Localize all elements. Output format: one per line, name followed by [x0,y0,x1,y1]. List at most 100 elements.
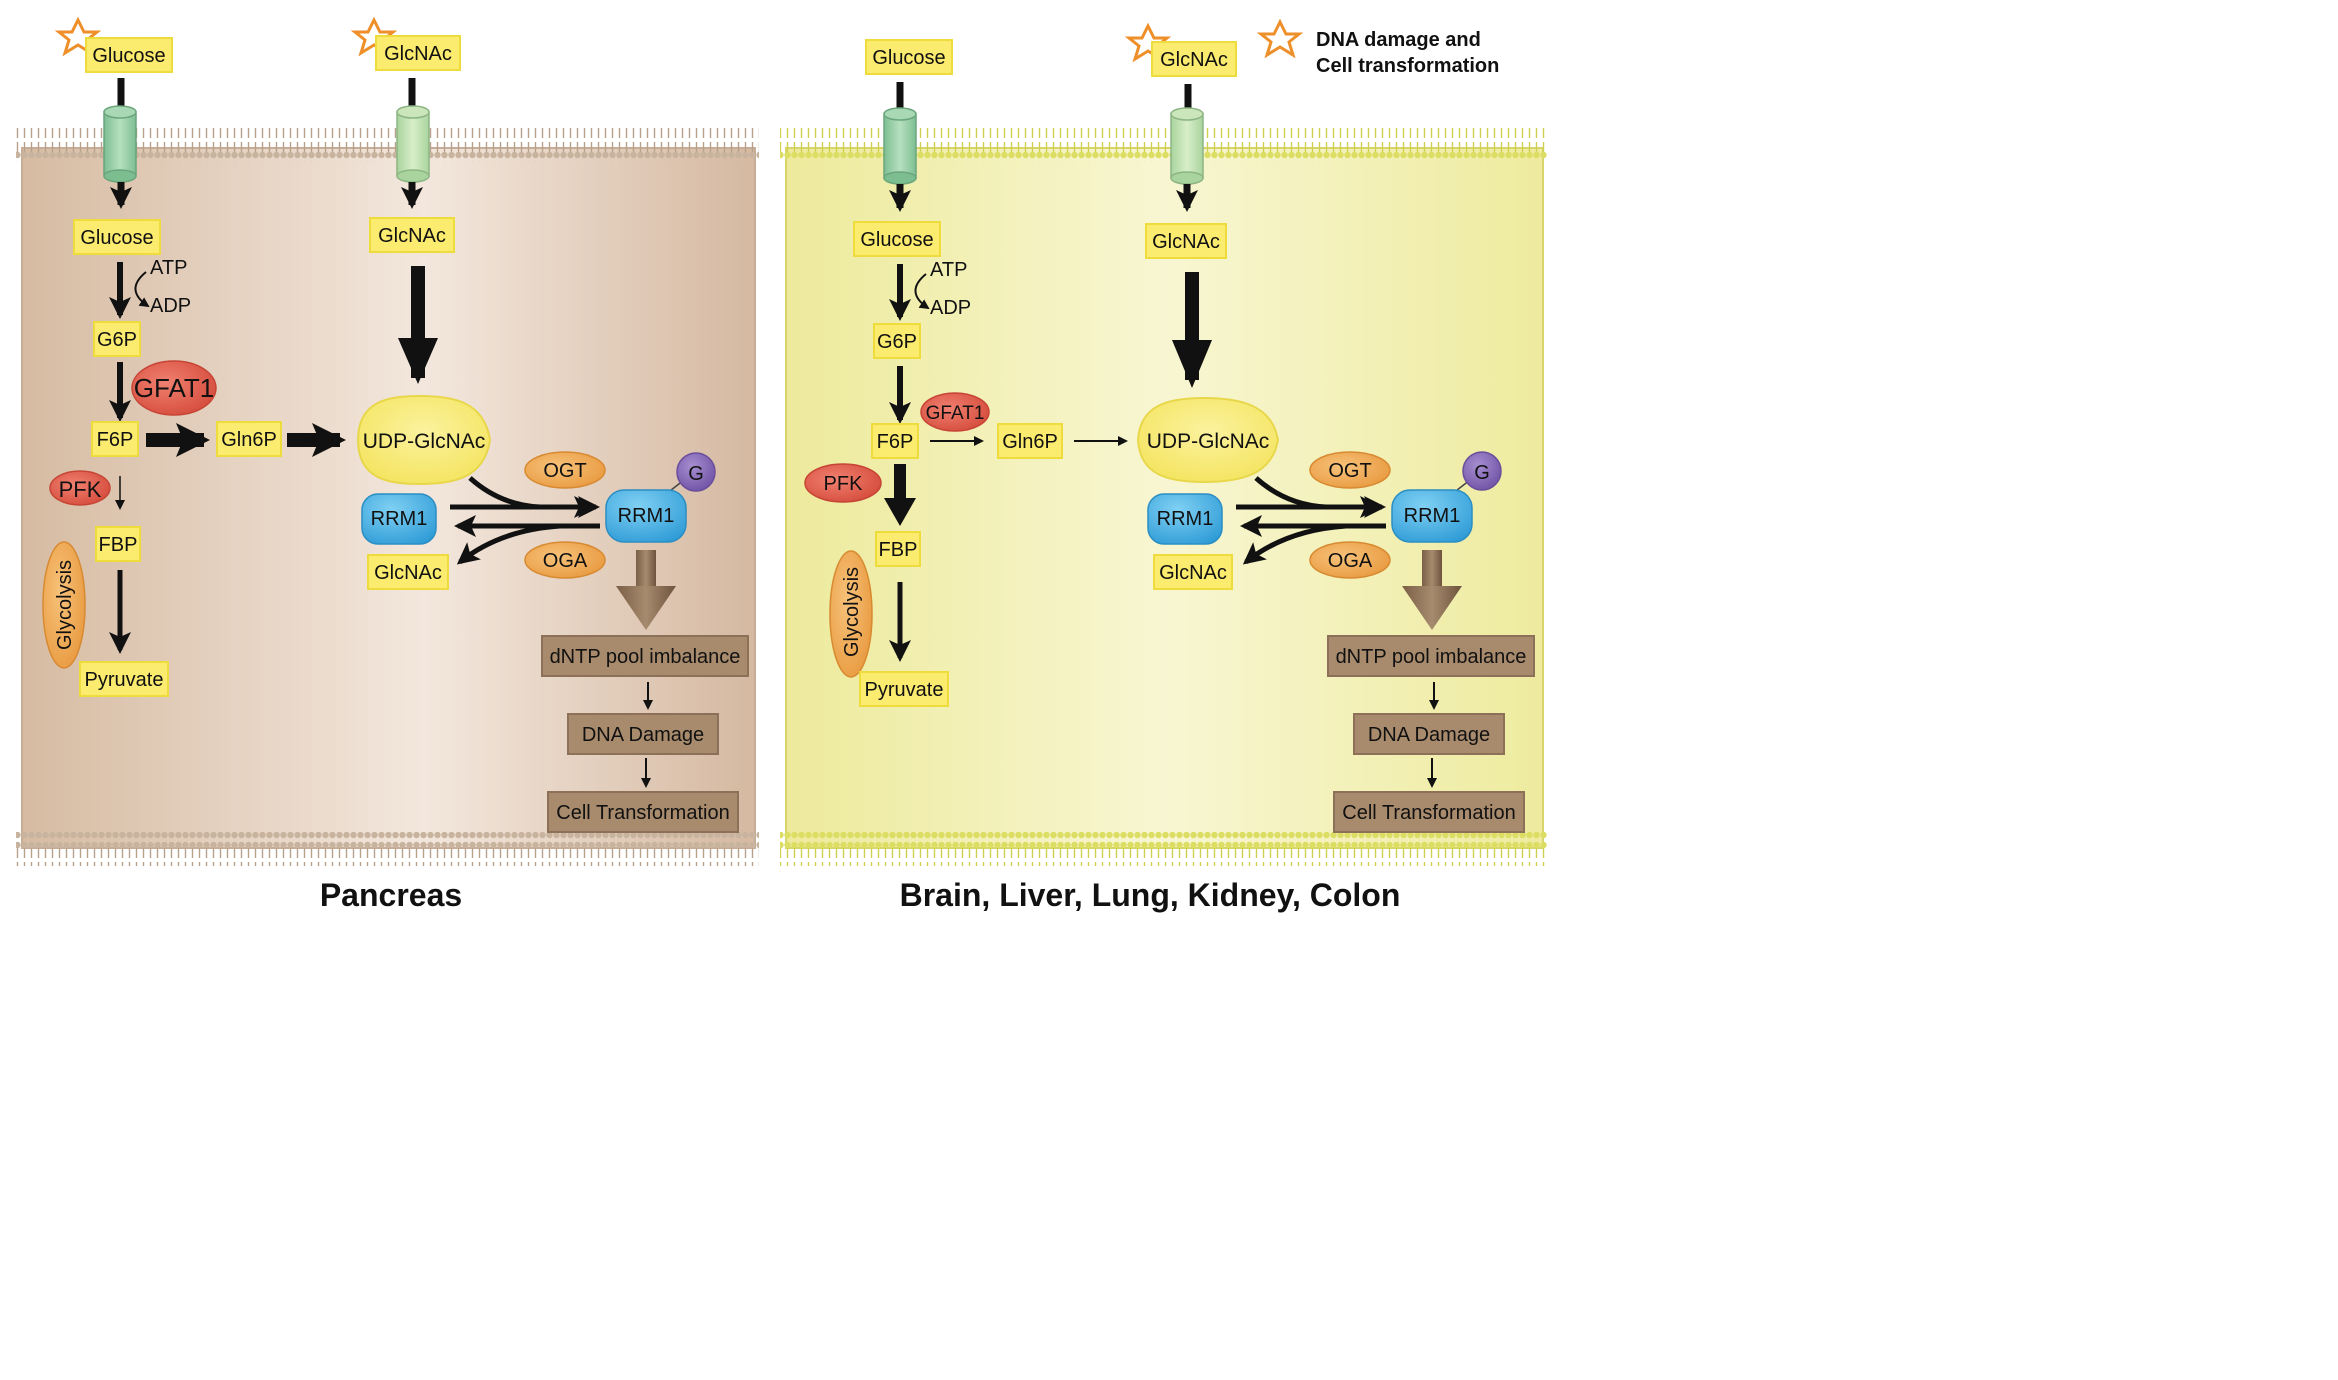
glcnac-box [369,217,455,253]
dntp-label: dNTP pool imbalance [1336,646,1527,668]
ogt-enzyme [524,451,606,489]
rrm1-left-protein [1147,493,1223,545]
pyruvate-label: Pyruvate [865,679,944,701]
glucose-label: Glucose [860,229,933,251]
glucose-outside-box [85,37,173,73]
g-glcnac-modification [676,452,716,492]
oga-label: OGA [543,550,588,572]
glucose-box [853,221,941,257]
pfk-enzyme [49,470,111,506]
left-membrane-top [16,128,759,162]
downstream-arrow [616,550,676,630]
glcnac-label: GlcNAc [378,225,446,247]
rrm1-right-protein [1391,489,1473,543]
dna-damage-label: DNA Damage [582,724,704,746]
glcnac-released-label: GlcNAc [374,562,442,584]
fbp-label: FBP [99,534,138,556]
g6p-label: G6P [877,331,917,353]
glucose-label: Glucose [80,227,153,249]
rrm1-left-protein [361,493,437,545]
oga-enzyme [524,541,606,579]
pfk-label: PFK [59,477,102,502]
glycolysis-ellipse [42,541,86,669]
pfk-enzyme [804,463,882,503]
dntp-box [541,635,749,677]
glycolysis-label: Glycolysis [841,567,863,657]
pyruvate-box [859,671,949,707]
rrm1-left-label: RRM1 [371,508,428,530]
g6p-box [873,323,921,359]
glucose-transporter [883,107,917,185]
glucose-transporter [103,105,137,183]
adp-label: ADP [150,295,191,317]
right-membrane-bottom [780,832,1547,866]
udp-glcnac-node [356,394,492,486]
legend-line-2: Cell transformation [1316,55,1499,77]
star-icon [350,16,398,57]
rrm1-right-label: RRM1 [618,505,675,527]
glcnac-transporter [396,105,430,183]
glycolysis-ellipse [829,550,873,678]
ogt-enzyme [1309,451,1391,489]
right-caption: Brain, Liver, Lung, Kidney, Colon [900,877,1401,913]
glucose-outside-box [865,39,953,75]
udp-glcnac-label: UDP-GlcNAc [1147,430,1270,453]
glcnac-box [1145,223,1227,259]
ogt-label: OGT [1328,460,1371,482]
glucose-outside-label: Glucose [872,47,945,69]
left-caption: Pancreas [320,877,462,913]
gln6p-box [997,423,1063,459]
glcnac-outside-label: GlcNAc [384,43,452,65]
dna-damage-label: DNA Damage [1368,724,1490,746]
ogt-label: OGT [543,460,586,482]
gln6p-label: Gln6P [221,429,277,451]
gln6p-box [216,421,282,457]
star-icon [1256,18,1304,59]
f6p-label: F6P [97,429,134,451]
glucose-box [73,219,161,255]
glcnac-outside-label: GlcNAc [1160,49,1228,71]
left-membrane-bottom [16,832,759,866]
atp-label: ATP [150,257,187,279]
g-label: G [1474,462,1490,484]
pyruvate-label: Pyruvate [85,669,164,691]
glcnac-released-box [367,554,449,590]
star-icon [54,16,102,57]
cell-transformation-box [1333,791,1525,833]
glcnac-released-box [1153,554,1233,590]
udp-glcnac-label: UDP-GlcNAc [363,430,486,453]
glcnac-outside-box [375,35,461,71]
cell-transformation-label: Cell Transformation [556,802,729,824]
right-panel: DNA damage and Cell transformation Gluco… [780,18,1547,913]
dna-damage-box [1353,713,1505,755]
gfat1-label: GFAT1 [134,373,214,403]
cell-transformation-box [547,791,739,833]
g-label: G [688,463,704,485]
glucose-outside-label: Glucose [92,45,165,67]
g6p-label: G6P [97,329,137,351]
f6p-box [91,421,139,457]
gfat1-label: GFAT1 [926,403,985,424]
dna-damage-box [567,713,719,755]
downstream-arrow [1402,550,1462,630]
gfat1-enzyme [131,360,217,416]
oga-enzyme [1309,541,1391,579]
left-panel: Glucose GlcNAc Glucose ATP ADP G6P [16,16,759,913]
glycolysis-label: Glycolysis [54,560,76,650]
fbp-box [875,531,921,567]
g-glcnac-modification [1462,451,1502,491]
f6p-box [871,423,919,459]
udp-glcnac-node [1136,396,1280,484]
g6p-box [93,321,141,357]
f6p-label: F6P [877,431,914,453]
rrm1-right-protein [605,489,687,543]
legend-line-1: DNA damage and [1316,29,1481,51]
cell-transformation-label: Cell Transformation [1342,802,1515,824]
gln6p-label: Gln6P [1002,431,1058,453]
fbp-box [95,526,141,562]
adp-label: ADP [930,297,971,319]
pfk-label: PFK [824,473,864,495]
pyruvate-box [79,661,169,697]
dntp-box [1327,635,1535,677]
rrm1-left-label: RRM1 [1157,508,1214,530]
